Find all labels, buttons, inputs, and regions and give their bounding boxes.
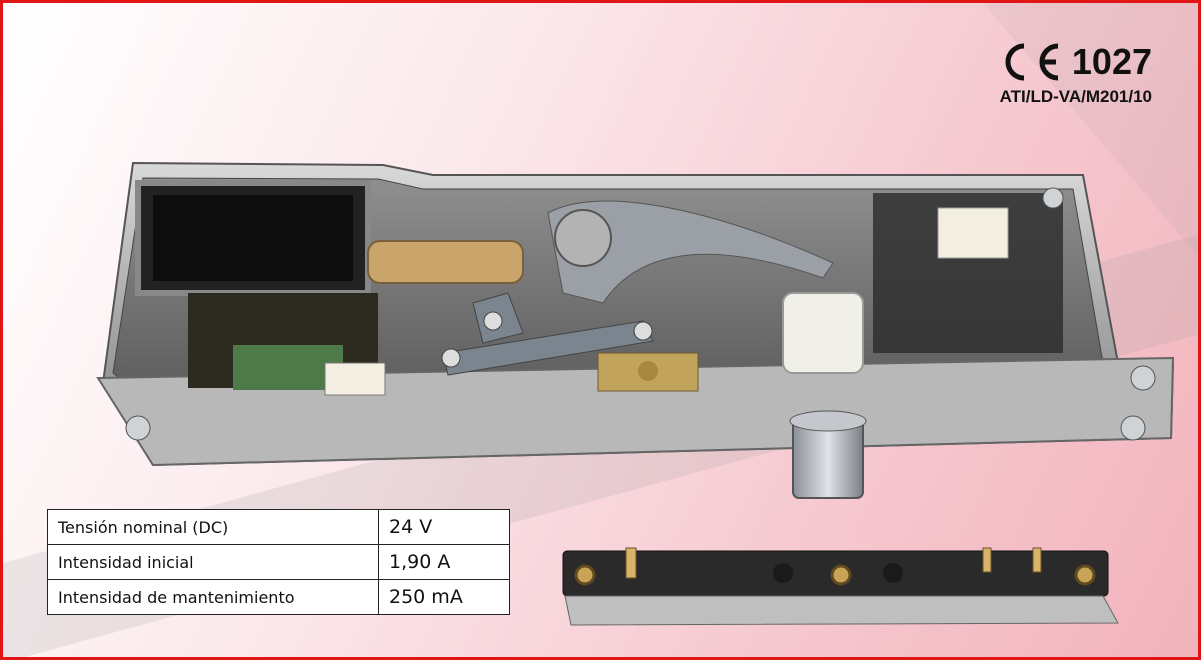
spec-label: Intensidad inicial xyxy=(47,544,379,580)
specifications-table: Tensión nominal (DC) 24 V Intensidad ini… xyxy=(47,509,510,615)
ce-mark: 1027 xyxy=(996,41,1152,83)
spec-value: 24 V xyxy=(378,509,510,545)
ce-number: 1027 xyxy=(1071,41,1152,82)
table-row: Intensidad de mantenimiento 250 mA xyxy=(47,579,510,615)
spec-value: 1,90 A xyxy=(378,544,510,580)
ce-mark-icon xyxy=(1005,43,1059,81)
spec-label: Tensión nominal (DC) xyxy=(47,509,379,545)
spec-value: 250 mA xyxy=(378,579,510,615)
security-lock-photo xyxy=(96,161,1175,499)
spec-label: Intensidad de mantenimiento xyxy=(47,579,379,615)
certificate-code: ATI/LD-VA/M201/10 xyxy=(999,87,1152,106)
certification-block: 1027 ATI/LD-VA/M201/10 xyxy=(996,41,1152,107)
contact-strip-photo xyxy=(562,547,1119,626)
table-row: Tensión nominal (DC) 24 V xyxy=(47,509,510,545)
table-row: Intensidad inicial 1,90 A xyxy=(47,544,510,580)
